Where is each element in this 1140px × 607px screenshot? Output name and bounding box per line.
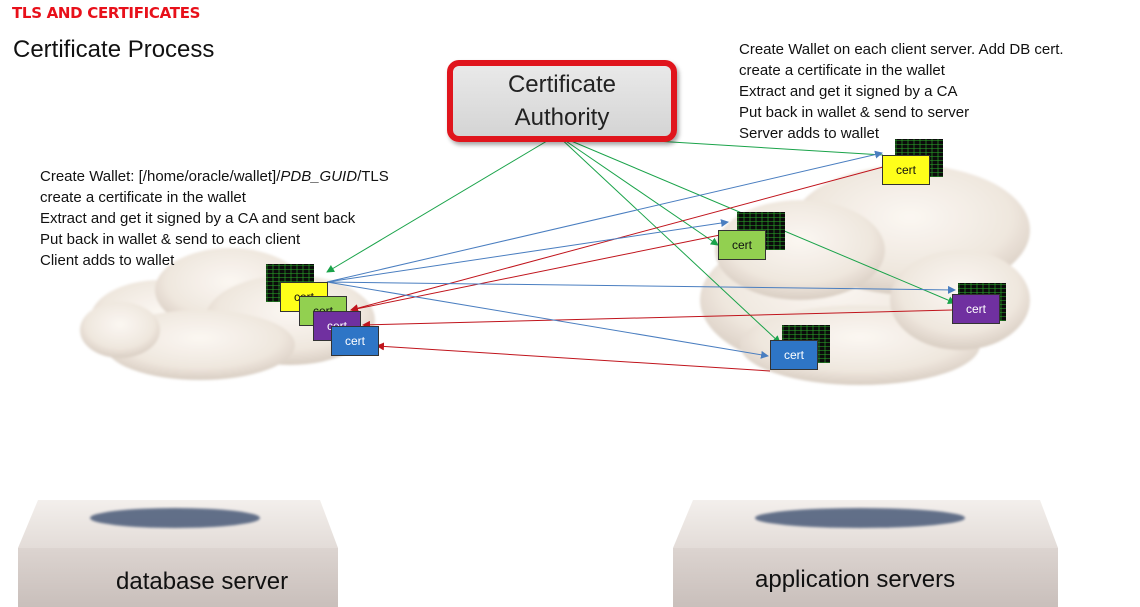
- wallet-path-suffix: /TLS: [357, 168, 389, 185]
- client-step: create a certificate in the wallet: [739, 62, 945, 79]
- database-server-box: [18, 500, 338, 607]
- certificate-authority-box: Certificate Authority: [447, 60, 677, 142]
- database-server-label: database server: [116, 568, 289, 595]
- client-steps: Create Wallet on each client server. Add…: [739, 39, 1064, 144]
- database-steps: Create Wallet: [/home/oracle/wallet]/PDB…: [40, 166, 389, 271]
- application-servers-label: application servers: [755, 566, 956, 593]
- application-server-box: [673, 500, 1058, 607]
- client-cert-purple: cert: [952, 294, 1000, 324]
- db-step: create a certificate in the wallet: [40, 189, 246, 206]
- ca-label-line2: Authority: [514, 104, 610, 131]
- slide-title: Certificate Process: [13, 36, 215, 63]
- client-step: Put back in wallet & send to server: [739, 104, 970, 121]
- section-tag: TLS AND CERTIFICATES: [12, 4, 201, 22]
- blue-arrows: [326, 150, 956, 359]
- client-cert-green: cert: [718, 230, 766, 260]
- client-step: Extract and get it signed by a CA: [739, 83, 958, 100]
- wallet-path-prefix: Create Wallet: [/home/oracle/wallet]/: [40, 168, 281, 185]
- client-cert-yellow: cert: [882, 155, 930, 185]
- db-step: Put back in wallet & send to each client: [40, 231, 301, 248]
- application-clouds: [700, 165, 1030, 385]
- wallet-path-guid: PDB_GUID: [280, 168, 358, 185]
- db-step: Client adds to wallet: [40, 252, 175, 269]
- ca-label-line1: Certificate: [507, 71, 617, 98]
- client-step: Server adds to wallet: [739, 125, 880, 142]
- db-cert-blue: cert: [331, 326, 379, 356]
- client-cert-blue: cert: [770, 340, 818, 370]
- db-step-wallet-path: Create Wallet: [/home/oracle/wallet]/PDB…: [40, 166, 389, 187]
- db-step: Extract and get it signed by a CA and se…: [40, 210, 356, 227]
- client-step: Create Wallet on each client server. Add…: [739, 41, 1064, 58]
